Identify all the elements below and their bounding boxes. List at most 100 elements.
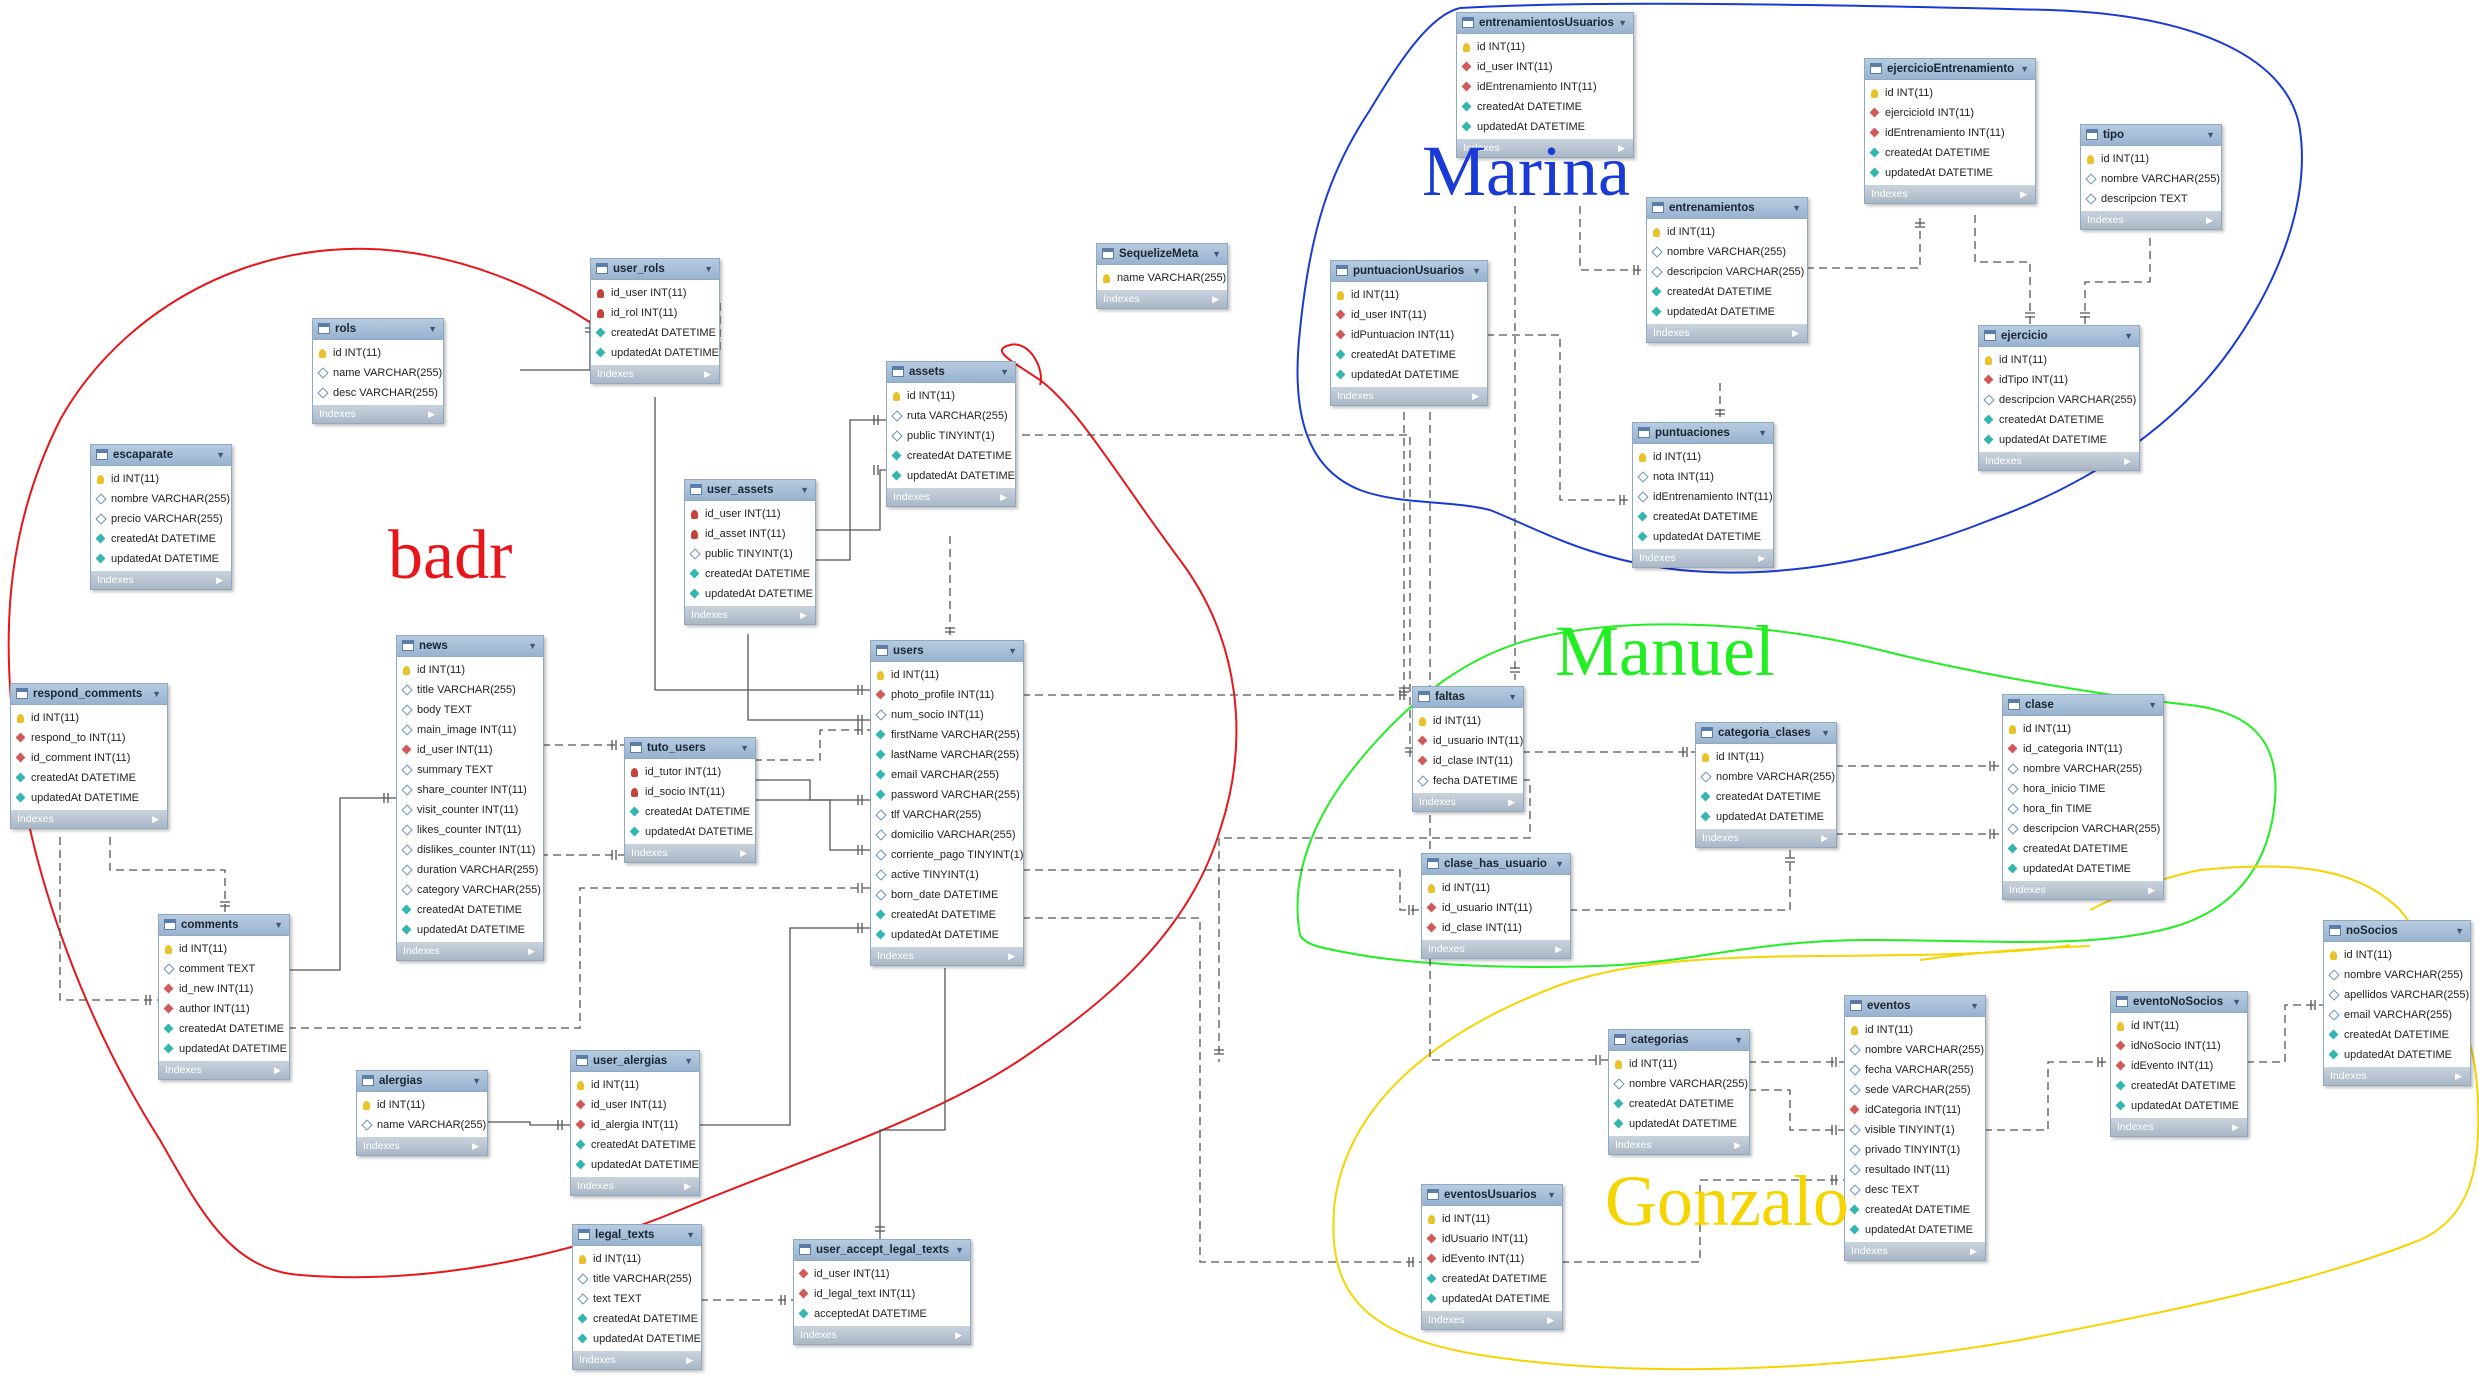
table-header[interactable]: SequelizeMeta▼	[1097, 244, 1227, 265]
expand-arrow-icon[interactable]: ▶	[152, 814, 159, 824]
indexes-section[interactable]: Indexes▶	[1696, 829, 1836, 847]
column-row[interactable]: public TINYINT(1)	[887, 426, 1015, 446]
column-row[interactable]: id_user INT(11)	[1457, 57, 1633, 77]
table-puntuacionusuarios[interactable]: puntuacionUsuarios▼id INT(11)id_user INT…	[1330, 260, 1488, 406]
collapse-arrow-icon[interactable]: ▼	[1821, 728, 1830, 738]
collapse-arrow-icon[interactable]: ▼	[528, 641, 537, 651]
table-eventonosocios[interactable]: eventoNoSocios▼id INT(11)idNoSocio INT(1…	[2110, 991, 2248, 1137]
column-row[interactable]: idPuntuacion INT(11)	[1331, 325, 1487, 345]
table-faltas[interactable]: faltas▼id INT(11)id_usuario INT(11)id_cl…	[1412, 686, 1524, 812]
column-row[interactable]: dislikes_counter INT(11)	[397, 840, 543, 860]
collapse-arrow-icon[interactable]: ▼	[2455, 926, 2464, 936]
collapse-arrow-icon[interactable]: ▼	[1618, 18, 1627, 28]
table-header[interactable]: users▼	[871, 641, 1023, 662]
expand-arrow-icon[interactable]: ▶	[1618, 143, 1625, 153]
column-row[interactable]: createdAt DATETIME	[887, 446, 1015, 466]
column-row[interactable]: category VARCHAR(255)	[397, 880, 543, 900]
column-row[interactable]: updatedAt DATETIME	[1633, 527, 1773, 547]
column-row[interactable]: idEntrenamiento INT(11)	[1865, 123, 2035, 143]
indexes-section[interactable]: Indexes▶	[2081, 211, 2221, 229]
column-row[interactable]: fecha DATETIME	[1413, 771, 1523, 791]
table-entrenamientosusuarios[interactable]: entrenamientosUsuarios▼id INT(11)id_user…	[1456, 12, 1634, 158]
column-row[interactable]: firstName VARCHAR(255)	[871, 725, 1023, 745]
column-row[interactable]: id_user INT(11)	[1331, 305, 1487, 325]
column-row[interactable]: createdAt DATETIME	[397, 900, 543, 920]
collapse-arrow-icon[interactable]: ▼	[1000, 367, 1009, 377]
column-row[interactable]: name VARCHAR(255)	[313, 363, 443, 383]
column-row[interactable]: createdAt DATETIME	[591, 323, 719, 343]
table-header[interactable]: ejercicio▼	[1979, 326, 2139, 347]
column-row[interactable]: id_socio INT(11)	[625, 782, 755, 802]
column-row[interactable]: id INT(11)	[571, 1075, 699, 1095]
indexes-section[interactable]: Indexes▶	[1647, 324, 1807, 342]
column-row[interactable]: id INT(11)	[871, 665, 1023, 685]
table-user-rols[interactable]: user_rols▼id_user INT(11)id_rol INT(11)c…	[590, 258, 720, 384]
table-header[interactable]: noSocios▼	[2324, 921, 2470, 942]
column-row[interactable]: fecha VARCHAR(255)	[1845, 1060, 1985, 1080]
collapse-arrow-icon[interactable]: ▼	[1555, 859, 1564, 869]
collapse-arrow-icon[interactable]: ▼	[472, 1076, 481, 1086]
expand-arrow-icon[interactable]: ▶	[2232, 1122, 2239, 1132]
column-row[interactable]: id_alergia INT(11)	[571, 1115, 699, 1135]
table-header[interactable]: respond_comments▼	[11, 684, 167, 705]
table-header[interactable]: categorias▼	[1609, 1030, 1749, 1051]
expand-arrow-icon[interactable]: ▶	[1212, 294, 1219, 304]
column-row[interactable]: id INT(11)	[1865, 83, 2035, 103]
column-row[interactable]: num_socio INT(11)	[871, 705, 1023, 725]
table-news[interactable]: news▼id INT(11)title VARCHAR(255)body TE…	[396, 635, 544, 961]
column-row[interactable]: id INT(11)	[91, 469, 231, 489]
column-row[interactable]: createdAt DATETIME	[685, 564, 815, 584]
collapse-arrow-icon[interactable]: ▼	[2206, 130, 2215, 140]
column-row[interactable]: name VARCHAR(255)	[357, 1115, 487, 1135]
column-row[interactable]: id_tutor INT(11)	[625, 762, 755, 782]
column-row[interactable]: domicilio VARCHAR(255)	[871, 825, 1023, 845]
expand-arrow-icon[interactable]: ▶	[2206, 215, 2213, 225]
column-row[interactable]: createdAt DATETIME	[1845, 1200, 1985, 1220]
collapse-arrow-icon[interactable]: ▼	[1734, 1035, 1743, 1045]
collapse-arrow-icon[interactable]: ▼	[2148, 700, 2157, 710]
column-row[interactable]: updatedAt DATETIME	[571, 1155, 699, 1175]
expand-arrow-icon[interactable]: ▶	[1792, 328, 1799, 338]
indexes-section[interactable]: Indexes▶	[794, 1326, 970, 1344]
table-tipo[interactable]: tipo▼id INT(11)nombre VARCHAR(255)descri…	[2080, 124, 2222, 230]
column-row[interactable]: id INT(11)	[11, 708, 167, 728]
indexes-section[interactable]: Indexes▶	[1609, 1136, 1749, 1154]
collapse-arrow-icon[interactable]: ▼	[2020, 64, 2029, 74]
column-row[interactable]: id INT(11)	[313, 343, 443, 363]
column-row[interactable]: idUsuario INT(11)	[1422, 1229, 1562, 1249]
collapse-arrow-icon[interactable]: ▼	[274, 920, 283, 930]
column-row[interactable]: createdAt DATETIME	[91, 529, 231, 549]
column-row[interactable]: updatedAt DATETIME	[1457, 117, 1633, 137]
column-row[interactable]: createdAt DATETIME	[1979, 410, 2139, 430]
column-row[interactable]: descripcion VARCHAR(255)	[2003, 819, 2163, 839]
column-row[interactable]: nombre VARCHAR(255)	[91, 489, 231, 509]
expand-arrow-icon[interactable]: ▶	[216, 575, 223, 585]
table-assets[interactable]: assets▼id INT(11)ruta VARCHAR(255)public…	[886, 361, 1016, 507]
column-row[interactable]: updatedAt DATETIME	[685, 584, 815, 604]
collapse-arrow-icon[interactable]: ▼	[955, 1245, 964, 1255]
table-user-assets[interactable]: user_assets▼id_user INT(11)id_asset INT(…	[684, 479, 816, 625]
column-row[interactable]: id INT(11)	[1845, 1020, 1985, 1040]
table-header[interactable]: entrenamientos▼	[1647, 198, 1807, 219]
table-entrenamientos[interactable]: entrenamientos▼id INT(11)nombre VARCHAR(…	[1646, 197, 1808, 343]
expand-arrow-icon[interactable]: ▶	[1555, 944, 1562, 954]
column-row[interactable]: public TINYINT(1)	[685, 544, 815, 564]
column-row[interactable]: text TEXT	[573, 1289, 701, 1309]
column-row[interactable]: born_date DATETIME	[871, 885, 1023, 905]
indexes-section[interactable]: Indexes▶	[573, 1351, 701, 1369]
column-row[interactable]: idTipo INT(11)	[1979, 370, 2139, 390]
expand-arrow-icon[interactable]: ▶	[1758, 553, 1765, 563]
column-row[interactable]: idCategoria INT(11)	[1845, 1100, 1985, 1120]
table-legal-texts[interactable]: legal_texts▼id INT(11)title VARCHAR(255)…	[572, 1224, 702, 1370]
column-row[interactable]: createdAt DATETIME	[1647, 282, 1807, 302]
indexes-section[interactable]: Indexes▶	[313, 405, 443, 423]
indexes-section[interactable]: Indexes▶	[1422, 1311, 1562, 1329]
table-tuto-users[interactable]: tuto_users▼id_tutor INT(11)id_socio INT(…	[624, 737, 756, 863]
column-row[interactable]: createdAt DATETIME	[1865, 143, 2035, 163]
collapse-arrow-icon[interactable]: ▼	[1970, 1001, 1979, 1011]
indexes-section[interactable]: Indexes▶	[91, 571, 231, 589]
column-row[interactable]: id INT(11)	[1457, 37, 1633, 57]
column-row[interactable]: createdAt DATETIME	[2003, 839, 2163, 859]
expand-arrow-icon[interactable]: ▶	[1970, 1246, 1977, 1256]
indexes-section[interactable]: Indexes▶	[2003, 881, 2163, 899]
